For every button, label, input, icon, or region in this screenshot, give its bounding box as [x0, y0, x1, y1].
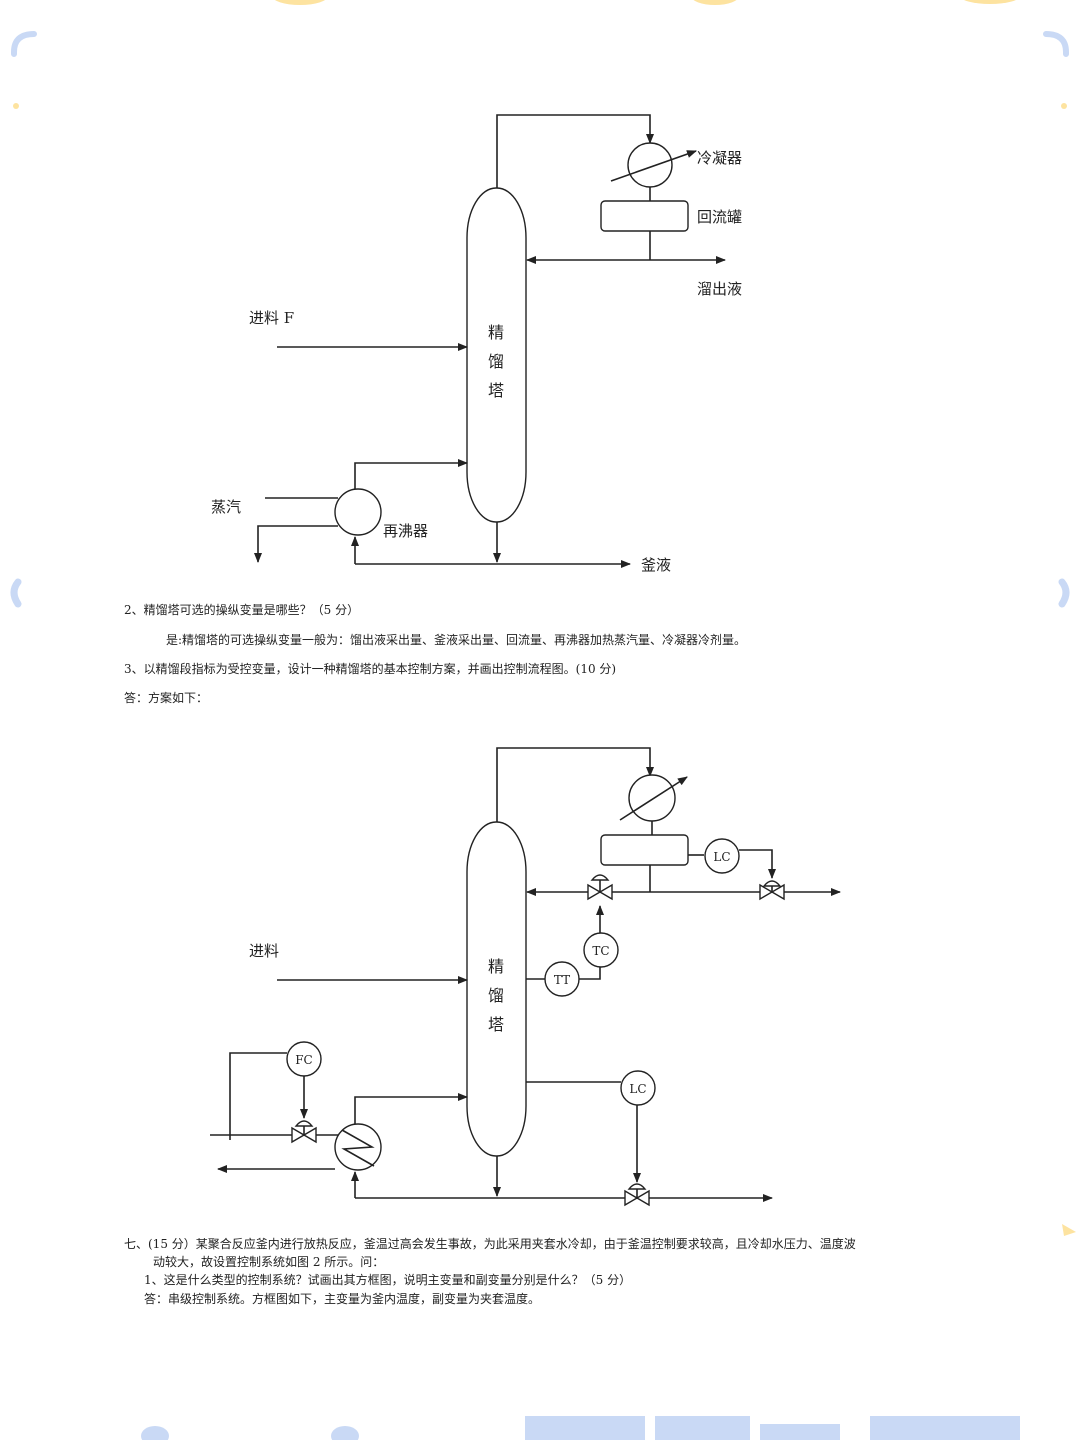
- distillate-label: 溜出液: [697, 280, 742, 298]
- bottom-blue-band-1: [525, 1416, 645, 1440]
- column-label-char-3: 塔: [488, 381, 504, 400]
- side-bracket-right: [1058, 578, 1070, 608]
- lc-bottom-instrument: [620, 1070, 656, 1106]
- tt-to-tc-signal-line: [579, 967, 601, 980]
- question-7-line-2: 动较大，故设置控制系统如图 2 所示。问：: [153, 1255, 385, 1269]
- lc-top-signal-line: [739, 849, 776, 879]
- answer-7-sub-1: 答：串级控制系统。方框图如下，主变量为釜内温度，副变量为夹套温度。: [144, 1292, 541, 1306]
- column-label-char-2: 馏: [488, 352, 504, 371]
- distillate-valve-actuator: [762, 880, 782, 887]
- reflux-drum-symbol: [600, 200, 689, 232]
- top-yellow-blob-mid: [693, 0, 737, 5]
- reflux-valve-actuator: [590, 874, 610, 881]
- lc-top-label: LC: [713, 850, 730, 864]
- bottom-blue-blob-left: [141, 1426, 169, 1440]
- column-label-char-1: 精: [488, 957, 504, 976]
- reboiler-symbol: [334, 488, 382, 536]
- bottom-blue-band-3: [760, 1424, 840, 1440]
- corner-bracket-top-left: [11, 31, 37, 57]
- reboiler-symbol: [334, 1123, 382, 1171]
- fc-measurement-line: [229, 1052, 287, 1140]
- overhead-vapour-line: [496, 747, 654, 822]
- reboiler-vapour-return-line: [354, 1093, 468, 1124]
- tt-label: TT: [554, 973, 570, 987]
- tc-instrument: [583, 932, 619, 968]
- reboiler-coil: [341, 1129, 375, 1167]
- overhead-vapour-line: [496, 114, 654, 188]
- bottoms-valve-actuator: [627, 1183, 647, 1190]
- answer-3: 答：方案如下：: [124, 691, 209, 705]
- question-7-sub-1: 1、这是什么类型的控制系统？试画出其方框图，说明主变量和副变量分别是什么？（5 …: [144, 1273, 632, 1287]
- bottom-blue-band-2: [655, 1416, 750, 1440]
- question-2: 2、精馏塔可选的操纵变量是哪些？（5 分）: [124, 603, 360, 617]
- yellow-dot-right: [1061, 103, 1067, 109]
- bottom-blue-blob-mid: [331, 1426, 359, 1440]
- control-scheme-diagram: LC 精 馏 塔 TT TC 进料 FC LC: [210, 747, 841, 1207]
- condensate-outlet-line: [254, 525, 338, 563]
- steam-label: 蒸汽: [211, 498, 241, 516]
- yellow-tab-right: [1062, 1224, 1076, 1236]
- lc-top-instrument: [704, 838, 740, 874]
- reboiler-vapour-return-line: [354, 459, 468, 489]
- distillation-column-diagram: 冷凝器 回流罐 溜出液 精 馏 塔 进料 F 蒸汽 再沸器 釜液: [211, 114, 742, 574]
- feed-label: 进料: [249, 942, 279, 960]
- reboiler-label: 再沸器: [383, 522, 428, 540]
- corner-bracket-top-right: [1043, 31, 1069, 57]
- question-7-line-1: 七、(15 分）某聚合反应釜内进行放热反应，釜温过高会发生事故，为此采用夹套水冷…: [124, 1237, 856, 1251]
- top-yellow-blob-left: [274, 0, 326, 5]
- fc-label: FC: [295, 1053, 313, 1067]
- tc-label: TC: [592, 944, 609, 958]
- bottom-blue-band-4: [870, 1416, 1020, 1440]
- column-label-char-1: 精: [488, 323, 504, 342]
- column-label-char-3: 塔: [488, 1015, 504, 1034]
- question-3: 3、以精馏段指标为受控变量，设计一种精馏塔的基本控制方案，并画出控制流程图。(1…: [124, 662, 617, 676]
- condenser-symbol: [627, 142, 673, 188]
- top-yellow-blob-right: [964, 0, 1016, 4]
- condenser-label: 冷凝器: [697, 149, 742, 167]
- condenser-coolant-arrow: [619, 776, 688, 821]
- reflux-drum-symbol: [600, 834, 689, 866]
- column-label-char-2: 馏: [488, 986, 504, 1005]
- condenser-symbol: [628, 774, 676, 822]
- steam-valve-actuator: [294, 1120, 314, 1127]
- lc-bottom-label: LC: [629, 1082, 646, 1096]
- answer-2: 是:精馏塔的可选操纵变量一般为：馏出液采出量、釜液采出量、回流量、再沸器加热蒸汽…: [166, 633, 747, 647]
- side-bracket-left: [10, 578, 22, 608]
- bottoms-label: 釜液: [641, 556, 671, 574]
- reflux-drum-label: 回流罐: [697, 208, 742, 226]
- condenser-coolant-arrow: [610, 150, 697, 182]
- feed-label: 进料 F: [249, 309, 294, 327]
- yellow-dot-left: [13, 103, 19, 109]
